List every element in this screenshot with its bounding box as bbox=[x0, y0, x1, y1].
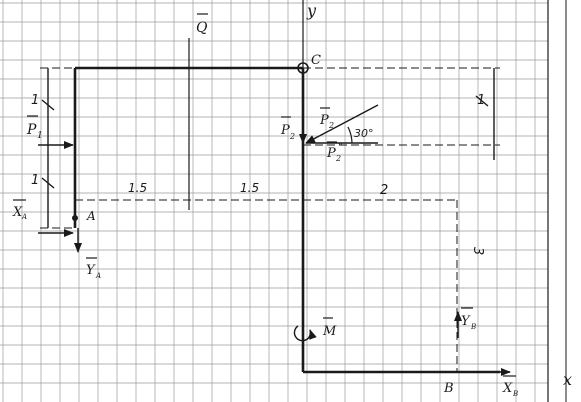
graph-paper-grid bbox=[0, 0, 548, 402]
y-axis-label: y bbox=[306, 1, 317, 20]
xa-subscript: A bbox=[21, 213, 27, 221]
vector-bars bbox=[13, 13, 516, 377]
point-c-hinge bbox=[297, 62, 309, 74]
p1-label: P bbox=[26, 122, 37, 138]
p2-prime-subscript: 2 bbox=[289, 132, 295, 141]
yb-label: Y bbox=[461, 314, 471, 329]
p2-subscript: 2 bbox=[328, 121, 334, 130]
dim-top-right: 1 bbox=[477, 93, 485, 108]
angle-arc bbox=[347, 126, 353, 144]
left-dimension-ticks bbox=[41, 68, 55, 228]
xb-label: X bbox=[502, 381, 513, 396]
x-axis-label: x bbox=[563, 370, 572, 389]
m-label: M bbox=[322, 324, 337, 339]
point-b-label: B bbox=[443, 381, 454, 396]
frame-structure bbox=[73, 66, 500, 374]
point-c-label: C bbox=[311, 53, 321, 68]
ya-subscript: A bbox=[95, 272, 101, 280]
dim-bottom-left: 1 bbox=[31, 173, 39, 188]
right-dimension-ticks bbox=[475, 68, 495, 160]
p2-double-prime-mark: " bbox=[338, 142, 343, 153]
p1-subscript: 1 bbox=[37, 131, 43, 141]
q-label: Q bbox=[196, 20, 208, 36]
p2-double-prime-subscript: 2 bbox=[335, 154, 341, 163]
dim-right: 2 bbox=[380, 183, 388, 198]
xb-subscript: B bbox=[512, 390, 518, 398]
dim-left-1: 1.5 bbox=[128, 181, 147, 195]
dim-right-vertical: 3 bbox=[470, 247, 485, 255]
dimension-lines bbox=[40, 67, 500, 372]
p2-arrow bbox=[305, 104, 379, 144]
p2-prime-label: P bbox=[280, 123, 290, 138]
dim-top-left: 1 bbox=[31, 93, 39, 108]
p2-double-prime-label: P bbox=[326, 146, 336, 161]
yb-subscript: B bbox=[470, 323, 476, 331]
force-arrows bbox=[38, 100, 511, 376]
p2-label: P bbox=[319, 113, 329, 128]
xa-label: X bbox=[12, 205, 23, 220]
point-a bbox=[72, 215, 78, 221]
ya-label: Y bbox=[86, 263, 96, 278]
point-a-label: A bbox=[86, 209, 96, 223]
moment-arrow bbox=[293, 325, 317, 342]
angle-label: 30° bbox=[354, 127, 374, 140]
dim-left-2: 1.5 bbox=[240, 181, 259, 195]
